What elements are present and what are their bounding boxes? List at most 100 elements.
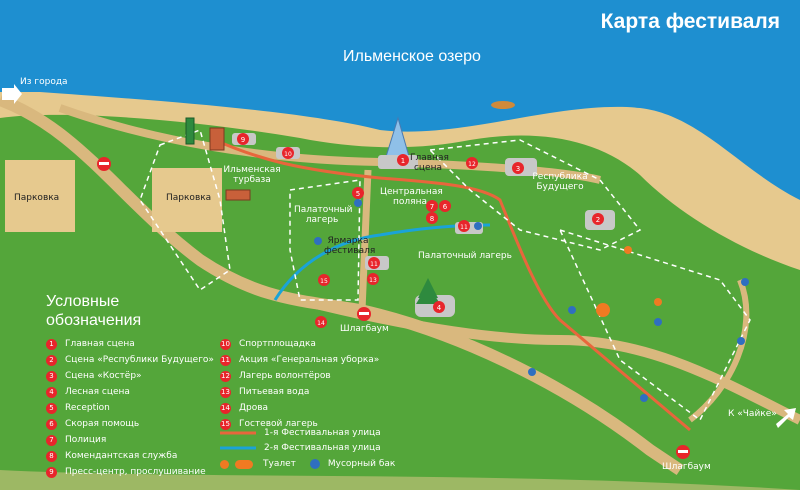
dashed-zone-2 — [289, 179, 361, 301]
map-marker-12: 12 — [466, 157, 478, 169]
legend-title-line-2: обозначения — [46, 312, 142, 329]
svg-text:10: 10 — [284, 151, 292, 158]
map-marker-11-b: 11 — [368, 257, 380, 269]
label-republic: Республика Будущего — [532, 172, 588, 192]
legend-title: Условные обозначения — [46, 292, 141, 330]
lake-label: Ильменское озеро — [343, 48, 481, 65]
tourbase-building-1 — [185, 117, 195, 145]
toilet-marker — [654, 298, 662, 306]
label-parking-2: Парковка — [166, 193, 212, 203]
label-tent-camp-2: Палаточный лагерь — [418, 251, 512, 261]
bin-marker — [737, 337, 745, 345]
tree-icon — [416, 278, 440, 304]
legend-street-1: 1-я Фестивальная улица — [264, 428, 381, 438]
dashed-zone-3 — [428, 139, 642, 251]
legend-toilet-label: Туалет — [263, 459, 296, 469]
svg-text:8: 8 — [430, 215, 434, 223]
map-marker-3: 3 — [512, 162, 524, 174]
label-tourbase: Ильменская турбаза — [223, 165, 281, 185]
map-marker-2: 2 — [592, 213, 604, 225]
road-loop — [688, 278, 750, 423]
map-marker-14: 14 — [315, 316, 327, 328]
sand-shore — [0, 92, 800, 320]
road-top — [58, 104, 601, 184]
legend-title-line-1: Условные — [46, 293, 120, 310]
label-to-chaika: К «Чайке» — [728, 409, 777, 419]
bin-marker — [568, 306, 576, 314]
bin-marker — [474, 222, 482, 230]
map-marker-13: 13 — [367, 273, 379, 285]
svg-text:5: 5 — [356, 190, 360, 198]
parking-2-area — [152, 168, 222, 232]
label-fair: Ярмарка фестиваля — [324, 236, 376, 256]
tourbase-building-2 — [209, 127, 225, 151]
svg-text:1: 1 — [401, 157, 405, 165]
label-central-glade: Центральная поляна — [380, 187, 443, 207]
bin-marker — [654, 318, 662, 326]
map-title: Карта фестиваля — [600, 10, 780, 33]
svg-text:6: 6 — [443, 203, 448, 211]
label-from-city: Из города — [20, 77, 68, 87]
barrier-icon-2 — [357, 307, 371, 321]
toilet-marker — [596, 303, 610, 317]
svg-text:7: 7 — [430, 203, 434, 211]
label-barrier-2: Шлагбаум — [662, 462, 711, 472]
trash-bin-icon — [309, 459, 320, 469]
map-marker-9: 9 — [237, 133, 249, 145]
label-parking-1: Парковка — [14, 193, 60, 203]
toilet-icon — [235, 459, 253, 469]
tourbase-building-3 — [225, 189, 251, 201]
bin-marker — [314, 237, 322, 245]
bin-marker — [528, 368, 536, 376]
map-marker-10: 10 — [282, 147, 294, 159]
sand-lower — [0, 470, 800, 490]
label-barrier-1: Шлагбаум — [340, 324, 389, 334]
svg-text:11: 11 — [460, 224, 468, 231]
legend-street-2: 2-я Фестивальная улица — [264, 443, 381, 453]
svg-text:12: 12 — [468, 161, 476, 168]
bin-marker — [741, 278, 749, 286]
svg-text:2: 2 — [596, 216, 600, 224]
svg-text:15: 15 — [320, 278, 328, 285]
svg-text:3: 3 — [516, 165, 520, 173]
parking-1-area — [5, 160, 75, 232]
legend-facilities: Туалет Мусорный бак — [220, 458, 395, 470]
road-vertical — [358, 169, 372, 311]
svg-text:14: 14 — [317, 320, 325, 327]
map-marker-5: 5 — [352, 187, 364, 199]
bin-marker — [640, 394, 648, 402]
map-marker-11-a: 11 — [458, 220, 470, 232]
map-marker-7: 7 — [426, 200, 438, 212]
label-main-stage: Главная сцена — [410, 153, 449, 173]
barrier-icon-3 — [676, 445, 690, 459]
boat-icon — [491, 101, 515, 109]
label-tent-camp-1: Палаточный лагерь — [294, 205, 353, 225]
map-marker-4: 4 — [433, 301, 445, 313]
dashed-zone-4 — [558, 228, 751, 422]
svg-text:4: 4 — [437, 304, 442, 312]
toilet-icon — [220, 459, 229, 469]
legend-bin-label: Мусорный бак — [327, 459, 396, 469]
street-1-path — [214, 138, 691, 432]
toilet-marker — [624, 246, 632, 254]
map-marker-15: 15 — [318, 274, 330, 286]
map-marker-1: 1 — [397, 154, 409, 166]
svg-text:9: 9 — [241, 136, 245, 144]
svg-text:13: 13 — [369, 277, 377, 284]
